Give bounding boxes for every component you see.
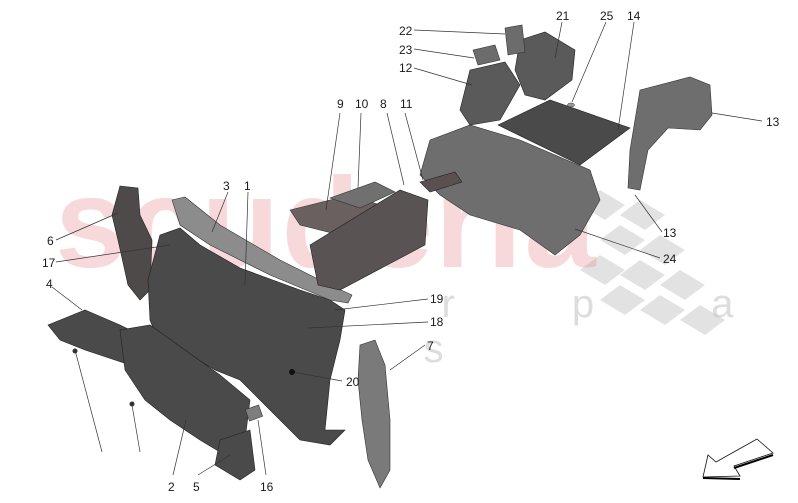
callout-19: 19	[430, 292, 444, 306]
part-12	[459, 61, 521, 126]
callout-11: 11	[400, 97, 413, 111]
callout-25: 25	[600, 9, 614, 23]
part-7	[357, 339, 391, 489]
callout-10: 10	[355, 97, 369, 111]
part-16	[244, 404, 264, 422]
callout-23: 23	[399, 43, 413, 57]
callout-7: 7	[427, 339, 434, 353]
callout-12: 12	[399, 61, 413, 75]
callout-13-lower: 13	[663, 226, 677, 240]
callout-1: 1	[244, 179, 251, 193]
part-5	[214, 429, 256, 481]
callout-6: 6	[47, 234, 54, 248]
callout-18: 18	[430, 315, 444, 329]
callout-21: 21	[556, 9, 570, 23]
part-23	[472, 44, 501, 66]
callout-2: 2	[168, 480, 175, 494]
part-24	[419, 124, 601, 256]
part-3	[171, 196, 353, 304]
callout-8: 8	[380, 97, 387, 111]
part-25	[567, 102, 575, 108]
part-11	[419, 171, 463, 193]
callout-13-upper: 13	[766, 115, 780, 129]
leader-lines	[51, 21, 763, 476]
part-22	[504, 24, 526, 56]
part-6	[111, 185, 153, 301]
part-8	[309, 189, 429, 291]
callout-4: 4	[46, 277, 53, 291]
part-10	[329, 181, 396, 209]
callout-17: 17	[42, 256, 56, 270]
part-13	[627, 76, 713, 191]
callout-24: 24	[663, 252, 677, 266]
part-21	[514, 31, 576, 101]
callout-14: 14	[627, 9, 641, 23]
callout-3: 3	[223, 179, 230, 193]
callout-22: 22	[399, 24, 413, 38]
callout-5: 5	[193, 480, 200, 494]
callout-20: 20	[346, 375, 360, 389]
callout-16: 16	[260, 480, 274, 494]
callout-9: 9	[337, 97, 344, 111]
part-14	[497, 99, 631, 166]
